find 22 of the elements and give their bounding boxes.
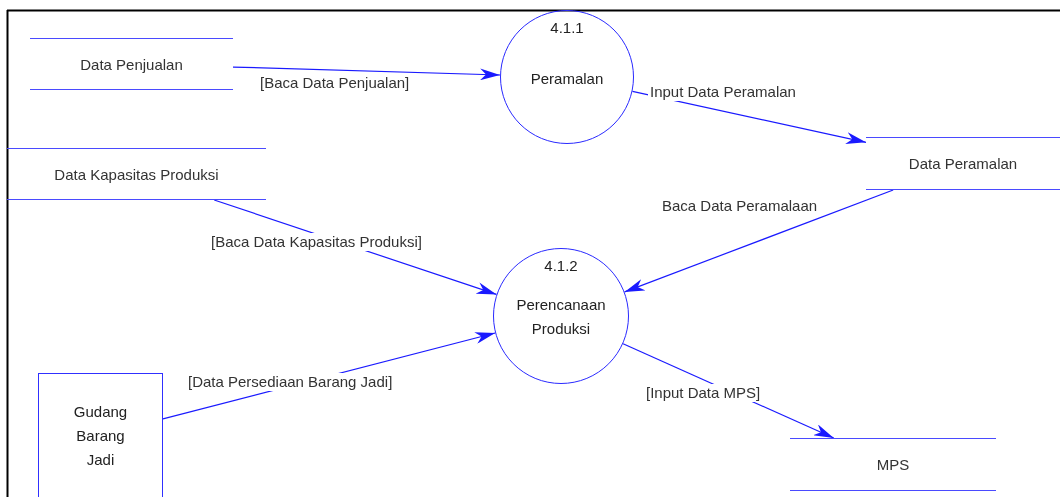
store-name: Data Peramalan [908, 155, 1018, 172]
edge-label: [Data Persediaan Barang Jadi] [186, 373, 395, 391]
process-number: 4.1.1 [549, 19, 585, 36]
data-store [7, 148, 266, 200]
data-store [30, 38, 233, 90]
data-flow-arrow [232, 66, 501, 81]
edge-label: Input Data Peramalan [648, 83, 798, 101]
process-name: Peramalan [529, 69, 605, 89]
process-number: 4.1.2 [543, 257, 579, 274]
data-flow-arrow [624, 189, 894, 293]
data-flow-arrow [631, 90, 867, 144]
external-entity-box [38, 373, 163, 497]
store-name: MPS [876, 456, 910, 473]
process-name: Perencanaan Produksi [515, 295, 607, 339]
edge-label: [Input Data MPS] [644, 384, 763, 402]
entity-name: Gudang Barang Jadi [72, 401, 129, 470]
edge-label: [Baca Data Penjualan] [258, 74, 412, 92]
store-name: Data Kapasitas Produksi [54, 165, 219, 183]
store-name: Data Penjualan [80, 55, 183, 73]
edge-label: [Baca Data Kapasitas Produksi] [209, 233, 424, 251]
data-store [866, 137, 1060, 190]
data-store [790, 438, 996, 491]
